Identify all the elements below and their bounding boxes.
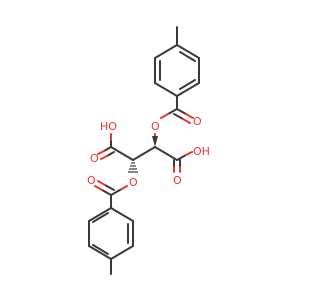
carbonyl-upper-o2 (182, 118, 191, 124)
cooh-right-oh-c (176, 154, 187, 161)
carbonyl-lower-o1 (94, 185, 103, 191)
lower-toluoyl-group (88, 180, 134, 275)
atom-label-carbonyl-o-lower: O (87, 174, 96, 187)
wedge-bond-upper (152, 136, 158, 147)
carbonyl-upper-c2 (173, 113, 184, 120)
carbonyl-lower-c1 (101, 189, 112, 196)
c3-cooh-right (154, 146, 178, 161)
carbonyl-upper-c (176, 108, 187, 115)
atom-label-ester-o-upper: O (151, 120, 160, 133)
atom-label-ester-o-lower: O (129, 176, 138, 189)
ring-upper-bond-6 (154, 44, 178, 59)
ring-lower-double-2 (92, 244, 109, 255)
ester-lower-o (119, 185, 128, 191)
ring-lower-bond-4 (88, 245, 112, 260)
ring-lower-double-3 (92, 212, 109, 223)
ring-upper-bond-4 (154, 82, 178, 97)
cooh-left-co-o1 (97, 150, 105, 155)
ring-upper-bond-1 (176, 44, 200, 59)
carbonyl-lower-o2 (97, 180, 106, 186)
atom-label-acid-o-left: O (90, 152, 99, 165)
ring-lower-bond-1 (110, 207, 134, 222)
ester-lower-c (110, 189, 121, 196)
upper-toluoyl-group (154, 26, 200, 124)
atom-label-acid-oh-right: OH (193, 145, 210, 158)
c2-cooh-left (110, 146, 134, 161)
c3-c2-bond (132, 146, 156, 161)
carbonyl-upper-o (185, 113, 194, 119)
structure-diagram: O O HO O OH O O O (87, 26, 210, 275)
cooh-left-co-c2 (106, 151, 115, 157)
ring-upper-bond-3 (176, 82, 200, 97)
hashed-bond-lower (128, 162, 138, 173)
cooh-left-co-o2 (100, 155, 108, 160)
ring-upper-double-1 (179, 51, 196, 62)
cooh-right-oh-o (185, 151, 193, 156)
molecule-svg: O O HO O OH O O O (87, 26, 210, 275)
ester-upper-c (167, 108, 178, 115)
ring-lower-bond-6 (88, 207, 112, 222)
tartrate-backbone (97, 133, 193, 173)
atom-label-carbonyl-o-upper: O (193, 115, 202, 128)
carbonyl-lower-c2 (104, 184, 115, 191)
ring-lower-bond-3 (110, 245, 134, 260)
ester-upper-o (160, 113, 169, 119)
cooh-left-co-c1 (103, 146, 112, 152)
atom-label-acid-o-right: O (173, 174, 182, 187)
ring-upper-double-2 (179, 79, 196, 90)
atom-label-acid-oh-left: HO (100, 120, 117, 133)
